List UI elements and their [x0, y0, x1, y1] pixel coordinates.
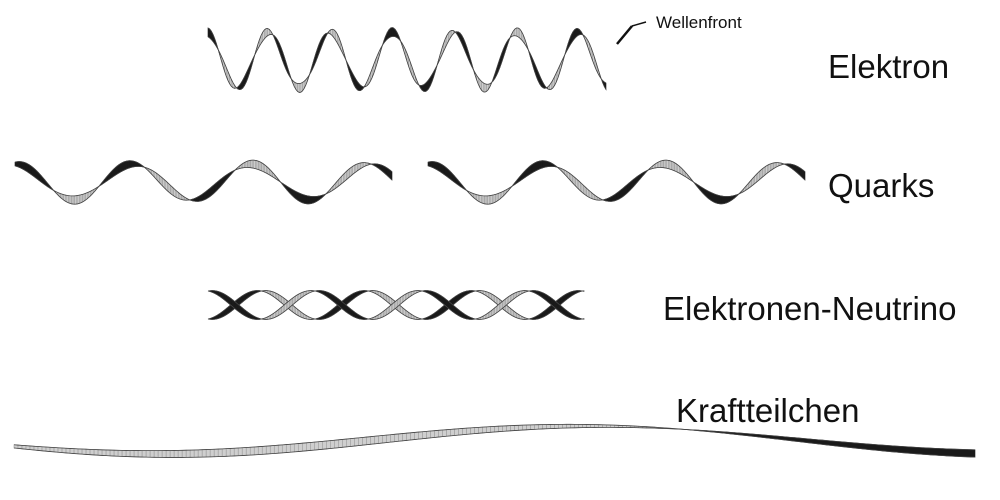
neutrino-strand-b [207, 290, 585, 320]
force-particle-label: Kraftteilchen [676, 392, 859, 429]
wavefront-pointer [616, 25, 633, 45]
quark-wave-left [14, 159, 393, 205]
electron-label: Elektron [828, 48, 949, 85]
wavefront-label: Wellenfront [656, 13, 742, 32]
electron-wave [207, 27, 607, 93]
neutrino-strand-a [207, 290, 585, 320]
force-particle-wave [13, 423, 976, 458]
electron-neutrino-label: Elektronen-Neutrino [663, 290, 957, 327]
neutrino-double-helix [207, 290, 585, 320]
wavefront-pointer-tick [631, 21, 647, 27]
quark-wave-right [427, 159, 806, 205]
quarks-label: Quarks [828, 167, 934, 204]
